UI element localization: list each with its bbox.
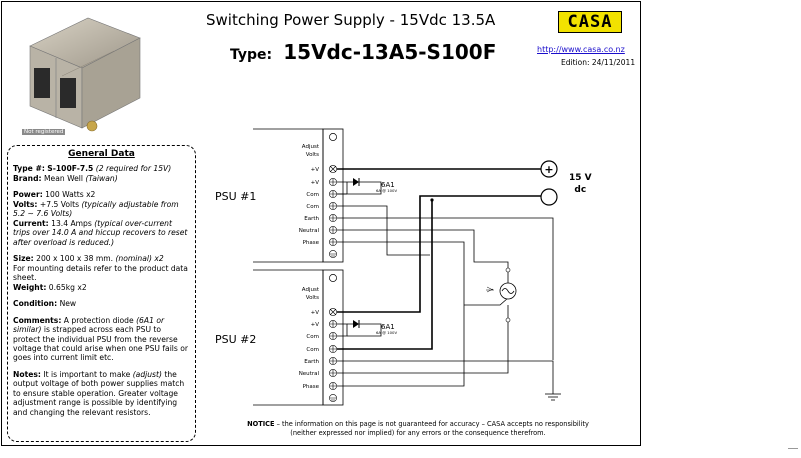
current-label: Current: xyxy=(13,218,49,228)
page-frame xyxy=(1,1,641,446)
type-value: 15Vdc-13A5-S100F xyxy=(283,40,497,64)
logo-text: CASA xyxy=(567,12,613,32)
type-number-value: S-100F-7.5 xyxy=(47,164,94,174)
psu1-term-v2: +V xyxy=(311,180,320,186)
psu2-term-com1: Com xyxy=(306,334,319,340)
type-line: Type: 15Vdc-13A5-S100F xyxy=(230,40,496,64)
comments-label: Comments: xyxy=(13,315,62,325)
current-note: (typical over-current trips over 14.0 A … xyxy=(13,218,188,247)
psu2-diode-label: 6A1 xyxy=(381,323,395,331)
plus-symbol: + xyxy=(544,163,553,176)
weight-value: 0.65kg x2 xyxy=(48,282,87,292)
psu1-label: PSU #1 xyxy=(215,190,257,203)
type-number-note: (2 required for 15V) xyxy=(95,164,172,174)
type-number-label: Type #: xyxy=(13,164,45,174)
weight-label: Weight: xyxy=(13,282,47,292)
ac-source-icon xyxy=(486,267,517,323)
psu2-term-com2: Com xyxy=(306,347,319,353)
notes-label: Notes: xyxy=(13,369,41,379)
psu2-term-phase: Phase xyxy=(303,384,320,390)
psu2-term-earth: Earth xyxy=(304,359,319,365)
comments-text-b: (6A1 or similar) xyxy=(13,315,165,335)
condition-label: Condition: xyxy=(13,299,58,309)
current-value: 13.4 Amps xyxy=(51,218,92,228)
output-positive-terminal[interactable] xyxy=(540,160,558,178)
condition-value: New xyxy=(59,299,77,309)
psu2-label: PSU #2 xyxy=(215,333,257,346)
website-link[interactable]: http://www.casa.co.nz xyxy=(537,45,625,54)
output-voltage-line1: 15 V xyxy=(569,173,592,183)
volts-value: +7.5 Volts xyxy=(39,199,80,209)
junction-dots xyxy=(430,198,434,202)
comments-text-a: A protection diode xyxy=(63,315,134,325)
brand-value: Mean Well xyxy=(43,173,84,183)
volts-label: Volts: xyxy=(13,199,38,209)
general-data-box: General Data Type #: S-100F-7.5 (2 requi… xyxy=(7,145,196,442)
notes-text-b: (adjust) xyxy=(132,369,162,379)
psu1-term-com1: Com xyxy=(306,192,319,198)
page-title: Switching Power Supply - 15Vdc 13.5A xyxy=(206,11,496,29)
psu1-adjust-pot[interactable] xyxy=(329,133,337,141)
notes-text-c: the output voltage of both power supplie… xyxy=(13,369,185,417)
condition-block: Condition: New xyxy=(13,299,190,308)
notice-line1: – the information on this page is not gu… xyxy=(274,420,589,428)
psu1-volts-label: Volts xyxy=(306,152,319,158)
psu1-term-neutral: Neutral xyxy=(299,228,320,234)
psu1-term-earth: Earth xyxy=(304,216,319,222)
psu2-terminals xyxy=(329,274,337,402)
ground-icon xyxy=(545,393,561,401)
psu1-adjust-label: Adjust xyxy=(302,144,320,150)
psu2-volts-label: Volts xyxy=(306,295,319,301)
output-voltage-label: 15 V dc xyxy=(569,173,592,196)
wires xyxy=(337,168,554,394)
brand-note: (Taiwan) xyxy=(85,173,118,183)
notice-line2: (neither expressed nor implied) for any … xyxy=(290,428,546,437)
size-extra: For mounting details refer to the produc… xyxy=(13,263,188,283)
output-voltage-line2: dc xyxy=(574,184,587,195)
size-label: Size: xyxy=(13,254,34,264)
notes-text-a: It is important to make xyxy=(43,369,131,379)
psu2-term-neutral: Neutral xyxy=(299,371,320,377)
psu2-term-v1: +V xyxy=(311,310,320,316)
notice-text: NOTICE – the information on this page is… xyxy=(200,420,636,438)
psu1-term-phase: Phase xyxy=(303,240,320,246)
notice-label: NOTICE xyxy=(247,420,275,428)
type-label: Type: xyxy=(230,47,273,63)
watermark-tag: Not registered xyxy=(22,129,66,135)
psu2-adjust-pot[interactable] xyxy=(329,274,337,282)
power-value: 100 Watts x2 xyxy=(45,190,96,200)
size-block: Size: 200 x 100 x 38 mm. (nominal) x2 Fo… xyxy=(13,254,190,292)
psu2-term-v2: +V xyxy=(311,322,320,328)
size-value: 200 x 100 x 38 mm. xyxy=(36,254,114,264)
psu2-diode-rating: 6A @ 100V xyxy=(376,330,397,335)
comments-block: Comments: A protection diode (6A1 or sim… xyxy=(13,316,190,363)
notes-block: Notes: It is important to make (adjust) … xyxy=(13,370,190,417)
edition-date: Edition: 24/11/2011 xyxy=(561,58,636,67)
electrical-block: Power: 100 Watts x2 Volts: +7.5 Volts (t… xyxy=(13,190,190,247)
psu1-diode-rating: 6A @ 100V xyxy=(376,188,397,193)
psu1-terminals xyxy=(329,133,337,258)
general-data-heading: General Data xyxy=(68,149,135,159)
output-negative-terminal[interactable] xyxy=(540,188,558,206)
psu2-adjust-label: Adjust xyxy=(302,287,320,293)
product-photo xyxy=(29,17,141,132)
power-label: Power: xyxy=(13,190,43,200)
diode-symbols xyxy=(353,178,360,328)
psu1-diode-label: 6A1 xyxy=(381,181,395,189)
type-brand-block: Type #: S-100F-7.5 (2 required for 15V) … xyxy=(13,164,190,183)
psu1-term-com2: Com xyxy=(306,204,319,210)
brand-label: Brand: xyxy=(13,173,42,183)
volts-note: (typically adjustable from 5.2 ~ 7.6 Vol… xyxy=(13,199,179,219)
casa-logo: CASA xyxy=(558,11,622,33)
comments-text-c: is strapped across each PSU to protect t… xyxy=(13,325,189,363)
edge-mark xyxy=(788,448,798,449)
psu1-term-v1: +V xyxy=(311,167,320,173)
size-note: (nominal) x2 xyxy=(115,254,164,264)
